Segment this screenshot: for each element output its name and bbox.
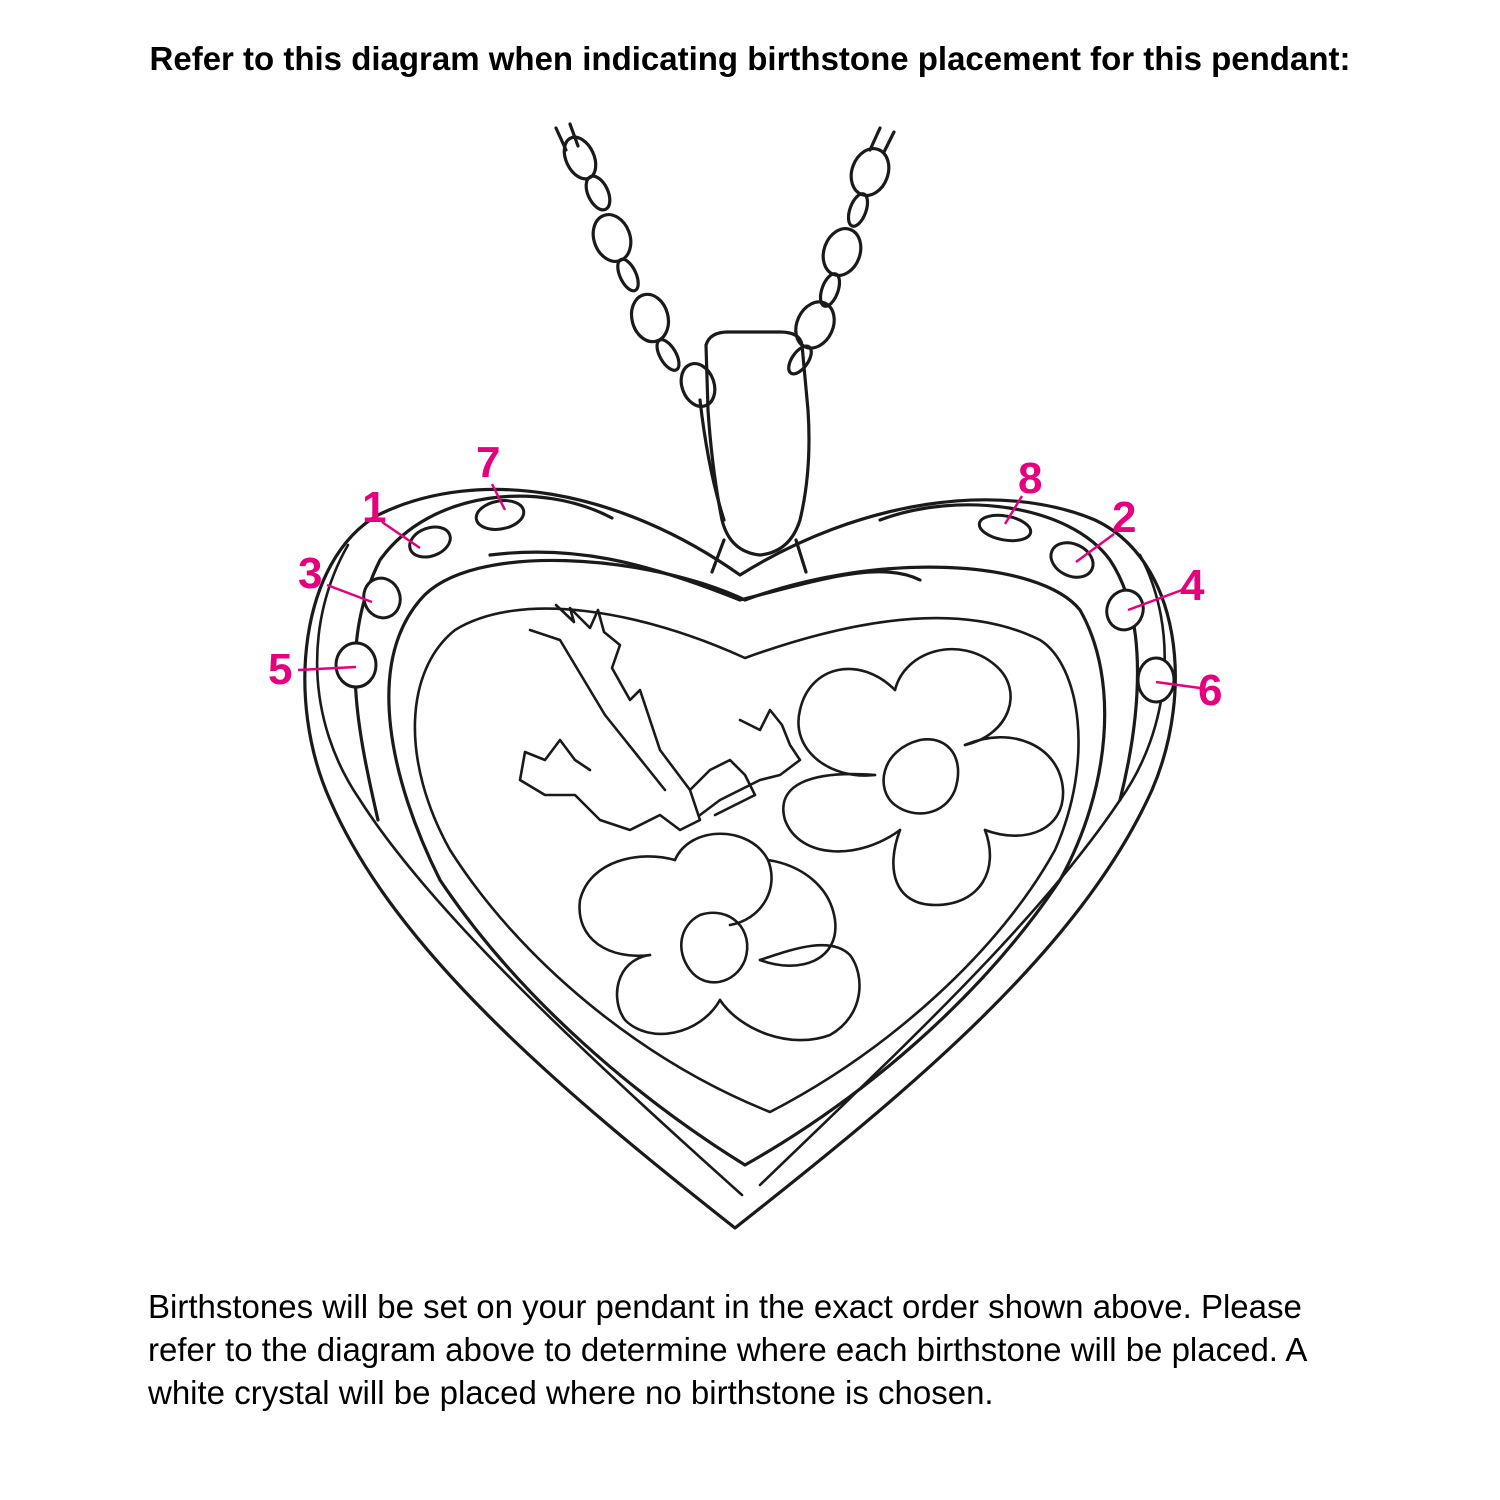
stone-label-5: 5: [268, 645, 292, 694]
stone-label-8: 8: [1018, 454, 1042, 503]
instructions-text: Birthstones will be set on your pendant …: [148, 1288, 1306, 1411]
stone-8: [977, 513, 1033, 543]
stone-label-2: 2: [1112, 493, 1136, 542]
stone-3: [362, 576, 402, 620]
chain-right: [787, 126, 896, 376]
bail: [698, 330, 811, 574]
stone-4: [1105, 588, 1145, 632]
stone-6: [1136, 656, 1176, 704]
stone-label-3: 3: [298, 549, 322, 598]
stone-7: [474, 499, 526, 531]
chain-left: [554, 122, 717, 408]
stone-5: [334, 641, 378, 689]
stone-label-7: 7: [476, 438, 500, 487]
stone-2: [1049, 541, 1095, 579]
leader-lines: [297, 483, 1201, 690]
stone-1: [408, 525, 452, 559]
stone-number-labels: 1 7 3 5 8 2 4 6: [268, 438, 1222, 715]
heart-frame: [303, 487, 1177, 1230]
stone-label-6: 6: [1198, 666, 1222, 715]
stone-label-4: 4: [1180, 561, 1205, 610]
flower-engraving: [518, 603, 1065, 1042]
page-title: Refer to this diagram when indicating bi…: [149, 40, 1351, 77]
birthstone-settings: [334, 499, 1176, 704]
stone-label-1: 1: [362, 483, 386, 532]
